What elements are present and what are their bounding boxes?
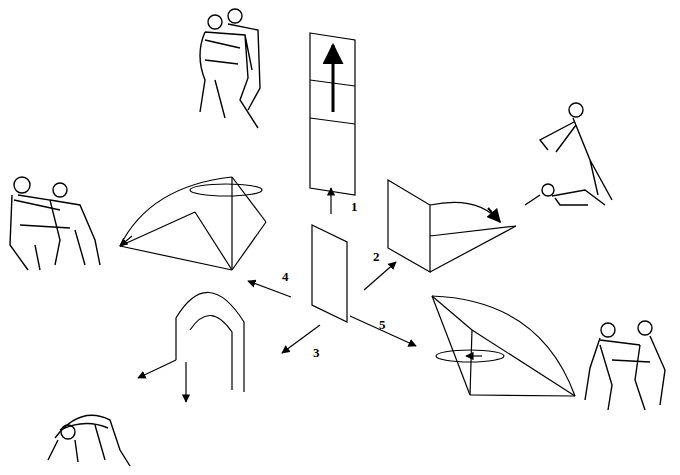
arch-shape: [138, 292, 244, 402]
callout-number: 2: [373, 250, 380, 264]
callout-number: 4: [282, 270, 289, 284]
right-rotation-shape: [432, 296, 575, 396]
wrestler-sketch: [48, 415, 130, 466]
wrestler-sketch: [200, 9, 260, 128]
lift-shape: [310, 33, 355, 195]
left-rotation-shape: [120, 177, 266, 270]
callout-number: 3: [313, 346, 320, 360]
forward-fall-shape: [388, 180, 516, 272]
central-panel: [312, 225, 347, 322]
direction-arrow: [350, 316, 416, 346]
callout-number: 5: [379, 318, 386, 332]
wrestler-sketch: [525, 103, 612, 205]
callout-number: 1: [351, 200, 358, 214]
wrestler-sketch: [585, 321, 665, 410]
wrestler-sketch: [10, 177, 100, 270]
direction-arrow: [364, 262, 396, 290]
